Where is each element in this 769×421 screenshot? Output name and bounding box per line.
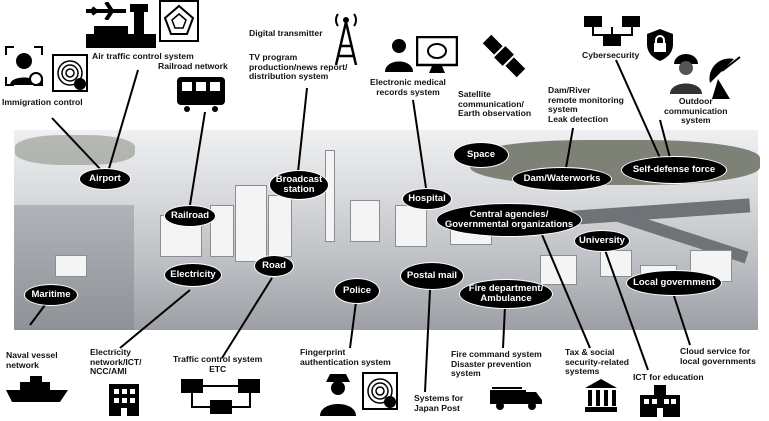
bubble-space: Space (453, 142, 509, 168)
dish-antenna-icon (709, 56, 741, 99)
label-immigration-control: Immigration control (2, 97, 83, 107)
building (55, 255, 87, 277)
label-japan-post: Systems for Japan Post (414, 393, 464, 413)
label-medical-records: Electronic medical records system (370, 77, 446, 97)
face-scan-icon (5, 46, 43, 86)
label-tax-social-security: Tax & social security-related systems (565, 347, 630, 377)
shield-lock-icon (647, 29, 673, 61)
tower (325, 150, 335, 242)
label-fire-command: Fire command system Disaster prevention … (451, 349, 542, 379)
bubble-airport: Airport (79, 168, 131, 190)
building-icon (109, 384, 139, 416)
network-icon (584, 16, 640, 46)
airplane-icon (86, 2, 126, 20)
bubble-electricity: Electricity (164, 263, 222, 287)
bubble-postal-mail: Postal mail (400, 262, 464, 290)
fire-truck-icon (490, 387, 542, 410)
fingerprint-icon (362, 372, 398, 410)
satellite-icon (482, 34, 526, 78)
label-traffic-control: Traffic control system ETC (173, 354, 263, 374)
bubble-self-defense-force: Self-defense force (621, 156, 727, 184)
bubble-dam-waterworks: Dam/Waterworks (512, 167, 612, 191)
bubble-road: Road (254, 255, 294, 277)
bubble-railroad: Railroad (164, 205, 216, 227)
bubble-broadcast-station: Broadcast station (269, 170, 329, 200)
label-cybersecurity: Cybersecurity (582, 50, 640, 60)
label-air-traffic-control: Air traffic control system (92, 51, 194, 61)
bubble-maritime: Maritime (24, 284, 78, 306)
train-icon (177, 77, 225, 112)
label-digital-transmitter: Digital transmitter (249, 28, 323, 38)
label-tv-program: TV program production/news report/ distr… (249, 52, 348, 82)
building (540, 255, 577, 285)
bubble-local-government: Local government (626, 270, 722, 296)
monitor-brain-icon (416, 36, 458, 73)
building (350, 200, 380, 242)
bubble-police: Police (334, 278, 380, 304)
ship-icon (6, 376, 68, 402)
bubble-hospital: Hospital (402, 188, 452, 210)
label-fingerprint-authentication: Fingerprint authentication system (300, 347, 391, 367)
doctor-icon (385, 39, 413, 72)
police-officer-icon (320, 374, 356, 416)
building (600, 250, 632, 277)
label-satellite: Satellite communication/ Earth observati… (458, 89, 532, 119)
label-naval-vessel: Naval vessel network (6, 350, 58, 370)
label-railroad-network: Railroad network (158, 61, 228, 71)
bubble-fire-department: Fire department/ Ambulance (459, 279, 553, 309)
bubble-university: University (574, 230, 630, 252)
transmitter-tower-icon (334, 13, 358, 65)
label-outdoor-communication: Outdoor communication system (664, 96, 728, 126)
label-dam-river: Dam/River remote monitoring system Leak … (548, 85, 624, 124)
label-electricity-network: Electricity network/ICT/ NCC/AMI (90, 347, 142, 377)
label-cloud-service: Cloud service for local governments (680, 346, 756, 366)
radar-icon (159, 0, 199, 42)
label-ict-education: ICT for education (633, 372, 704, 382)
building (210, 205, 234, 257)
bubble-central-agencies: Central agencies/ Governmental organizat… (436, 203, 582, 237)
government-building-icon (585, 379, 617, 412)
soldier-icon (670, 54, 702, 94)
building (235, 185, 267, 262)
building (395, 205, 427, 247)
school-icon (640, 385, 680, 417)
fingerprint-icon (52, 54, 88, 92)
traffic-network-icon (181, 379, 260, 414)
control-tower-icon (86, 4, 156, 48)
